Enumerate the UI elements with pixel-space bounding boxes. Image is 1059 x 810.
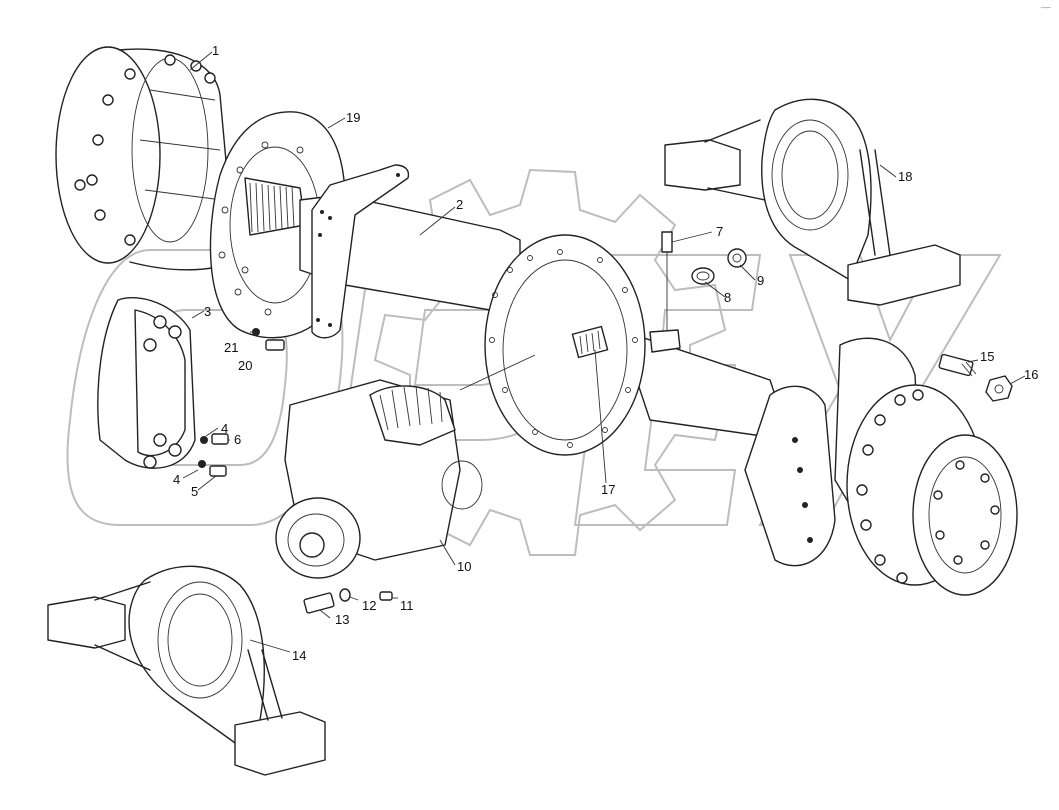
part-label-3: 3	[204, 304, 211, 319]
part-label-14: 14	[292, 648, 306, 663]
differential-assembly	[275, 379, 483, 579]
part-label-7: 7	[716, 224, 723, 239]
lower-left-support-bracket	[47, 565, 326, 776]
part-label-6: 6	[234, 432, 241, 447]
part-label-11: 11	[400, 598, 414, 613]
hub-bolt-circle	[74, 54, 216, 246]
part-label-10: 10	[457, 559, 471, 574]
part-label-8: 8	[724, 290, 731, 305]
part-label-17: 17	[601, 482, 615, 497]
part-label-4a: 4	[221, 421, 228, 436]
part-label-21: 21	[224, 340, 238, 355]
left-wheel-hub	[55, 46, 236, 271]
right-hub-bolt-circle	[856, 389, 924, 584]
caliper-bolts	[143, 315, 182, 469]
right-wheel-hub	[846, 384, 1018, 596]
breather-group	[649, 231, 747, 353]
right-fasteners	[938, 353, 1013, 402]
part-label-19: 19	[346, 110, 360, 125]
part-label-2: 2	[456, 197, 463, 212]
carrier-bolt-holes	[489, 249, 638, 448]
part-label-5: 5	[191, 484, 198, 499]
upper-right-support-bracket	[664, 98, 961, 306]
flange-holes	[316, 173, 400, 327]
part-labels: 1 2 3 4 4 5 6 7 8 9 10 11 12 13 14 15 16…	[173, 43, 1038, 663]
part-label-9: 9	[757, 273, 764, 288]
part-label-18: 18	[898, 169, 912, 184]
part-label-15: 15	[980, 349, 994, 364]
right-hub-studs	[933, 460, 1000, 565]
part-label-20: 20	[238, 358, 252, 373]
right-brake-caliper	[744, 385, 836, 567]
part-label-12: 12	[362, 598, 376, 613]
carrier-housing	[484, 234, 646, 456]
callout-lines	[182, 51, 1026, 653]
part-label-4b: 4	[173, 472, 180, 487]
plate-holes	[218, 141, 304, 316]
caliper-fasteners	[198, 328, 285, 477]
part-label-1: 1	[212, 43, 219, 58]
left-brake-caliper	[97, 296, 196, 469]
part-label-13: 13	[335, 612, 349, 627]
carrier-fasteners	[303, 588, 393, 614]
corner-mark: ·—	[1040, 3, 1051, 12]
part-label-16: 16	[1024, 367, 1038, 382]
